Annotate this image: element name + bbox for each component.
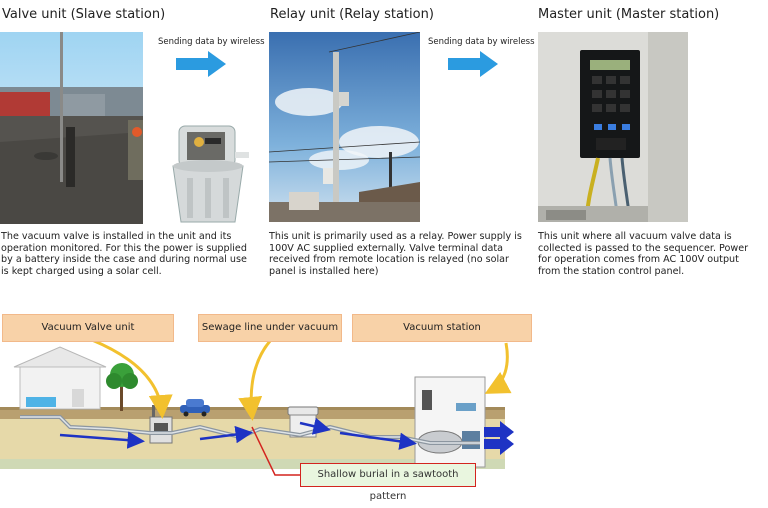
vacuum-station-building: [414, 376, 486, 468]
valve-unit-box-photo: [172, 125, 249, 223]
wireless-label-1: Sending data by wireless: [158, 37, 265, 47]
tree-icon: [106, 363, 138, 411]
master-unit-title: Master unit (Master station): [538, 7, 720, 22]
master-unit-description: This unit where all vacuum valve data is…: [538, 231, 749, 277]
deep-soil-layer: [0, 459, 505, 469]
relay-unit-title: Relay unit (Relay station): [270, 7, 434, 22]
callout-vacuum-valve-unit: Vacuum Valve unit: [2, 314, 174, 342]
car-icon: [180, 399, 210, 417]
flow-arrow-2-icon: [199, 425, 253, 444]
wireless-arrow-1-icon: [176, 51, 226, 77]
flow-arrow-4-icon: [339, 431, 417, 450]
callout-arrow-station-icon: [484, 342, 512, 394]
vacuum-system-diagram: [0, 338, 514, 476]
valve-street-photo: [0, 32, 143, 224]
wireless-label-2: Sending data by wireless: [428, 37, 535, 47]
callout-sewage-line: Sewage line under vacuum: [198, 314, 342, 342]
relay-pole-photo: [269, 32, 420, 222]
shallow-burial-label: Shallow burial in a sawtooth pattern: [300, 463, 476, 502]
master-panel-photo: [538, 32, 688, 222]
flow-arrow-3-icon: [299, 417, 331, 435]
wireless-arrow-2-icon: [448, 51, 498, 77]
callout-vacuum-station: Vacuum station: [352, 314, 532, 342]
outflow-arrow-icon: [484, 421, 514, 443]
burial-leader-line: [251, 426, 300, 476]
callout-arrow-valve-icon: [91, 338, 173, 419]
flow-arrow-1-icon: [59, 431, 145, 449]
relay-unit-description: This unit is primarily used as a relay. …: [269, 231, 522, 277]
callout-arrow-line-icon: [238, 340, 272, 421]
valve-unit-description: The vacuum valve is installed in the uni…: [1, 231, 247, 277]
valve-unit-title: Valve unit (Slave station): [2, 7, 166, 22]
house-icon: [13, 346, 107, 410]
